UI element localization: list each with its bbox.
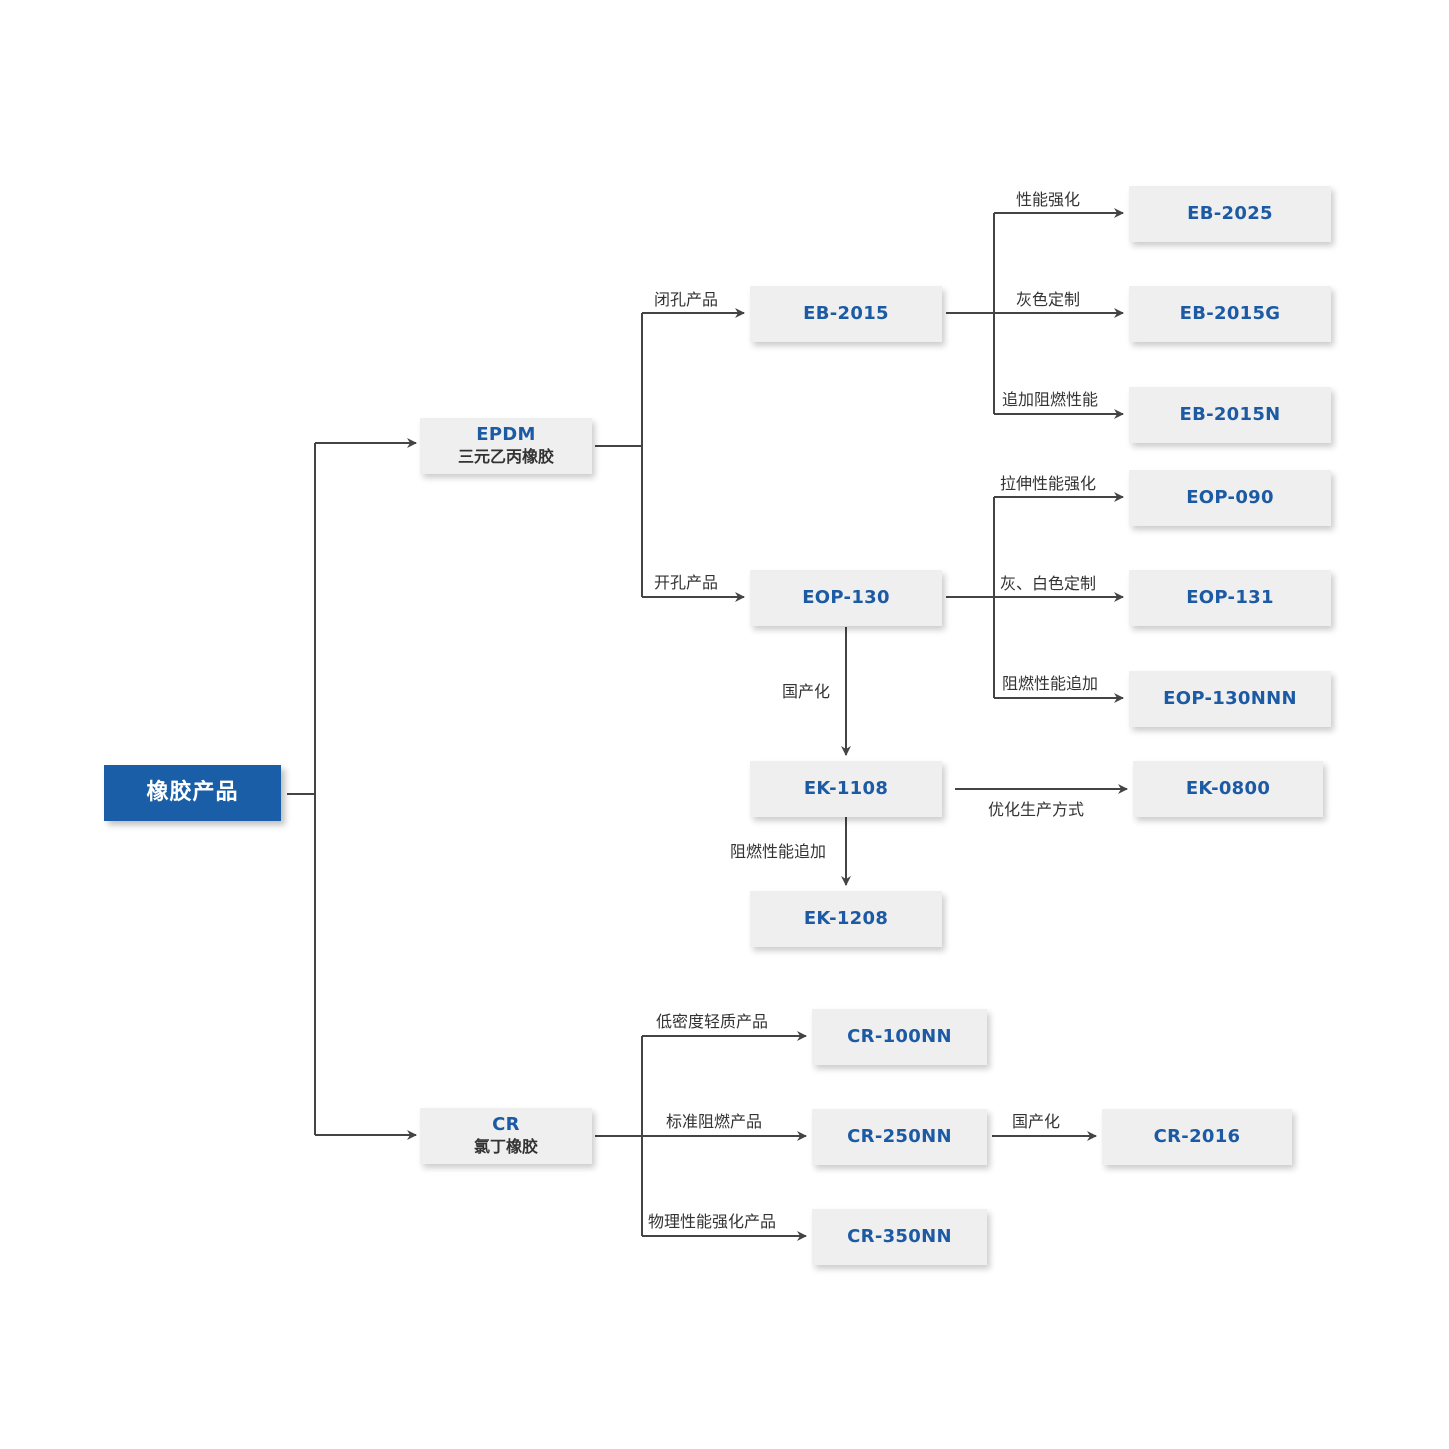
node-cr250nn: CR-250NN xyxy=(812,1109,987,1165)
node-epdm: EPDM 三元乙丙橡胶 xyxy=(420,418,592,474)
node-eb2015-code: EB-2015 xyxy=(803,303,889,324)
node-cr250nn-code: CR-250NN xyxy=(847,1126,952,1147)
node-eb2025-code: EB-2025 xyxy=(1187,203,1273,224)
node-ek0800-code: EK-0800 xyxy=(1185,778,1271,799)
edge-label-localize-cr: 国产化 xyxy=(1012,1112,1061,1131)
edge-label-physical-enhance: 物理性能强化产品 xyxy=(648,1212,777,1231)
node-eb2015n-code: EB-2015N xyxy=(1179,404,1281,425)
edge-label-standard-flame: 标准阻燃产品 xyxy=(666,1112,763,1131)
edge-label-flame-add: 阻燃性能追加 xyxy=(1002,674,1099,693)
node-eop130nnn: EOP-130NNN xyxy=(1129,671,1331,727)
node-cr2016: CR-2016 xyxy=(1102,1109,1292,1165)
edge-label-add-flame: 追加阻燃性能 xyxy=(1002,390,1099,409)
node-cr: CR 氯丁橡胶 xyxy=(420,1108,592,1164)
edge-label-flame-add-ek: 阻燃性能追加 xyxy=(730,842,827,861)
node-ek0800: EK-0800 xyxy=(1133,761,1323,817)
node-eb2015n: EB-2015N xyxy=(1129,387,1331,443)
edge-label-tensile-enhance: 拉伸性能强化 xyxy=(1000,474,1097,493)
node-epdm-sub: 三元乙丙橡胶 xyxy=(457,447,554,466)
node-eb2015g-code: EB-2015G xyxy=(1179,303,1281,324)
edge-label-open-cell: 开孔产品 xyxy=(654,573,719,592)
edge-label-optimize-production: 优化生产方式 xyxy=(988,800,1085,819)
node-epdm-code: EPDM xyxy=(476,424,536,445)
edge-label-localize-ek: 国产化 xyxy=(782,682,831,701)
node-cr100nn-code: CR-100NN xyxy=(847,1026,952,1047)
node-ek1208-code: EK-1208 xyxy=(803,908,889,929)
node-eb2015g: EB-2015G xyxy=(1129,286,1331,342)
node-cr-sub: 氯丁橡胶 xyxy=(473,1137,538,1156)
node-eop090: EOP-090 xyxy=(1129,470,1331,526)
edge-label-closed-cell: 闭孔产品 xyxy=(654,290,719,309)
root-node: 橡胶产品 xyxy=(104,765,281,821)
edge-label-low-density: 低密度轻质产品 xyxy=(656,1012,769,1031)
node-cr2016-code: CR-2016 xyxy=(1153,1126,1241,1147)
node-ek1108-code: EK-1108 xyxy=(803,778,889,799)
node-cr350nn-code: CR-350NN xyxy=(847,1226,952,1247)
node-eop130-code: EOP-130 xyxy=(802,587,890,608)
node-eop131-code: EOP-131 xyxy=(1186,587,1274,608)
root-node-title: 橡胶产品 xyxy=(146,780,239,805)
node-eop090-code: EOP-090 xyxy=(1186,487,1274,508)
node-eop130nnn-code: EOP-130NNN xyxy=(1163,688,1297,709)
node-eop130: EOP-130 xyxy=(750,570,942,626)
edge-label-gray-white-custom: 灰、白色定制 xyxy=(1000,574,1097,593)
node-cr-code: CR xyxy=(492,1114,520,1135)
node-cr100nn: CR-100NN xyxy=(812,1009,987,1065)
node-eb2025: EB-2025 xyxy=(1129,186,1331,242)
node-eb2015: EB-2015 xyxy=(750,286,942,342)
edge-label-gray-custom: 灰色定制 xyxy=(1016,290,1081,309)
node-eop131: EOP-131 xyxy=(1129,570,1331,626)
node-ek1208: EK-1208 xyxy=(750,891,942,947)
edge-label-perf-enhance: 性能强化 xyxy=(1016,190,1081,209)
node-ek1108: EK-1108 xyxy=(750,761,942,817)
node-cr350nn: CR-350NN xyxy=(812,1209,987,1265)
